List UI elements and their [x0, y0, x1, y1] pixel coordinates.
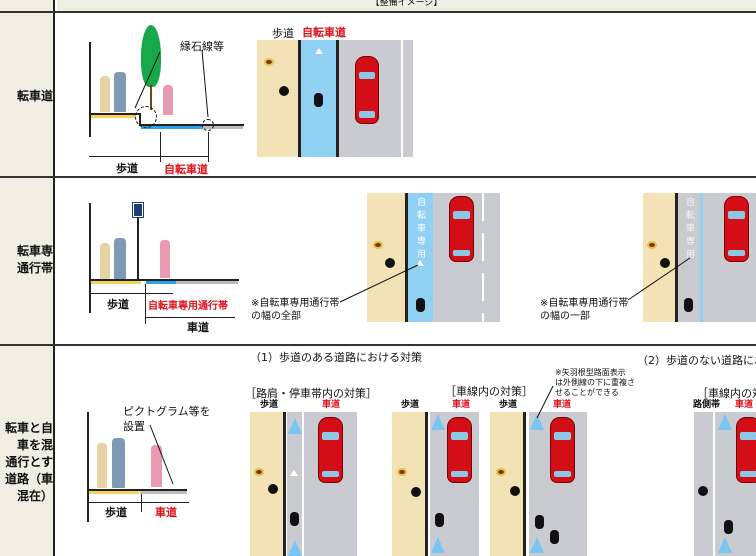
pedestrian-icon: [264, 58, 274, 66]
sign-icon: [132, 202, 144, 218]
dim-bicycle-lane: 自転車専用通行帯: [148, 301, 228, 312]
tree-icon: [141, 25, 161, 87]
lane-marking-text: 自転車専用: [684, 197, 694, 262]
row-divider: [0, 176, 756, 178]
subheading-in-lane-2: ［車線内の対: [697, 387, 756, 400]
car-icon: [550, 417, 575, 483]
pedestrian-icon: [279, 86, 289, 96]
heading-without-sidewalk: （2）歩道のない道路におけ: [637, 354, 756, 367]
note-chevron: ※矢羽根型路面表示 は外側線の下に重複さ せることができる: [555, 368, 635, 397]
pedestrian-icon: [660, 258, 670, 268]
pedestrian-icon: [647, 241, 657, 249]
curb-callout: 縁石線等: [180, 40, 224, 53]
pedestrian-figure: [97, 443, 107, 488]
subheading-in-lane: ［車線内の対策］: [445, 385, 533, 398]
plan-label-roadside: 路側帯: [693, 400, 721, 410]
pedestrian-icon: [698, 486, 708, 496]
header-title: 【整備イメージ】: [370, 0, 443, 8]
dim-sidewalk: 歩道: [107, 298, 129, 311]
row-label-bicycle-lane: 転車専 通行帯: [16, 244, 53, 275]
pedestrian-icon: [411, 487, 421, 497]
pedestrian-figure: [114, 238, 126, 279]
dim-sidewalk: 歩道: [105, 506, 127, 519]
heading-with-sidewalk: （1）歩道のある道路における対策: [250, 351, 422, 364]
cyclist-figure: [160, 240, 170, 278]
pictogram-callout: ピクトグラム等を 設置: [123, 405, 211, 433]
plan-label-sidewalk: 歩道: [401, 400, 420, 410]
pedestrian-figure: [114, 72, 126, 112]
plan-label-sidewalk: 歩道: [260, 400, 279, 410]
motorbike-icon: [535, 515, 544, 529]
cyclist-figure: [151, 445, 162, 487]
plan-label-road: 車道: [322, 400, 341, 410]
pedestrian-icon: [397, 468, 407, 476]
car-icon: [724, 196, 749, 262]
bicycle-icon: [416, 298, 425, 312]
car-icon: [736, 417, 756, 483]
plan-label-bicycle-track: 自転車道: [302, 26, 346, 39]
dim-roadway: 車道: [155, 506, 177, 519]
dim-sidewalk: 歩道: [116, 162, 138, 175]
pedestrian-icon: [510, 486, 520, 496]
bicycle-icon: [684, 298, 693, 312]
cyclist-figure: [163, 85, 173, 115]
pedestrian-figure: [112, 438, 125, 488]
row-divider: [0, 11, 756, 13]
pedestrian-icon: [496, 468, 506, 476]
car-icon: [449, 196, 474, 262]
pedestrian-icon: [373, 241, 383, 249]
header-bar: 【整備イメージ】: [57, 0, 756, 11]
car-icon: [355, 56, 379, 124]
category-column: [0, 0, 55, 556]
plan-label-road: 車道: [452, 400, 471, 410]
motorbike-icon: [724, 520, 733, 534]
pedestrian-figure: [100, 76, 110, 112]
note-full-width: ※自転車専用通行帯 の幅の全部: [251, 298, 340, 322]
car-icon: [447, 417, 472, 483]
pedestrian-icon: [385, 258, 395, 268]
subheading-shoulder: ［路肩・停車帯内の対策］: [245, 387, 377, 400]
pedestrian-icon: [268, 484, 278, 494]
lane-marking-text: 自転車専用: [415, 197, 425, 262]
car-icon: [318, 417, 343, 483]
dim-roadway: 車道: [187, 321, 209, 334]
row-label-bicycle-track: 転車道: [16, 89, 53, 103]
motorbike-icon: [550, 530, 559, 544]
motorbike-icon: [290, 512, 299, 526]
plan-label-sidewalk: 歩道: [499, 400, 518, 410]
bicycle-icon: [314, 93, 323, 107]
note-partial-width: ※自転車専用通行帯 の幅の一部: [540, 298, 629, 322]
motorbike-icon: [435, 513, 444, 527]
plan-label-road: 車道: [735, 400, 754, 410]
plan-label-sidewalk: 歩道: [272, 27, 294, 40]
row-label-mixed-traffic: 転車と自 車を混 通行とす 道路（車 混在）: [4, 421, 53, 503]
dim-bicycle-track: 自転車道: [164, 163, 208, 176]
pedestrian-icon: [254, 468, 264, 476]
plan-label-road: 車道: [553, 400, 572, 410]
pedestrian-figure: [100, 243, 110, 279]
row-divider: [0, 344, 756, 346]
